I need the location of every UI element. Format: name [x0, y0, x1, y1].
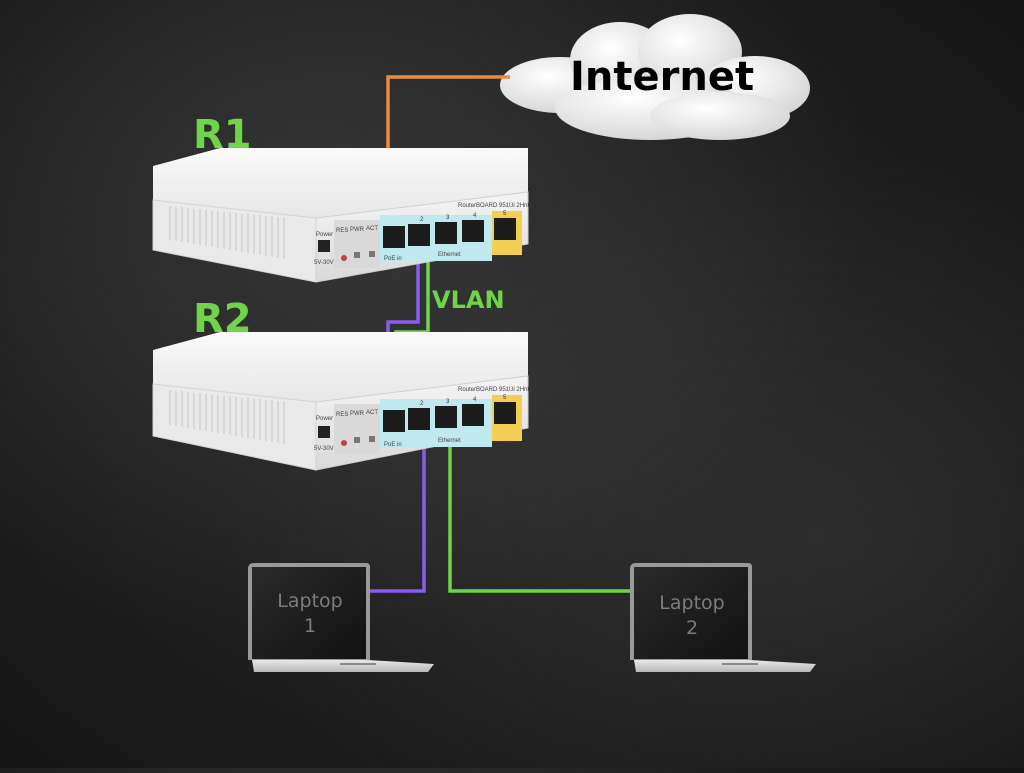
r2-act-led	[369, 436, 375, 442]
r1-pwr-text: PWR	[350, 227, 365, 233]
laptop-1-screen	[252, 567, 366, 659]
r2-power-text: Power	[316, 416, 333, 422]
r2-port-num-2: 2	[420, 401, 424, 407]
r2-act-text: ACT	[366, 410, 378, 416]
router-r2-vents	[169, 390, 285, 444]
r1-act-text: ACT	[366, 226, 378, 232]
laptop-2-base	[634, 660, 816, 672]
r1-power-jack	[318, 240, 330, 252]
r1-port-num-2: 2	[420, 217, 424, 223]
r2-ethernet: Ethernet	[438, 438, 461, 444]
router-r2: Power 5V-30V RES PWR ACT 2 3 4 5 RouterB…	[152, 332, 532, 471]
r2-ports: 2 3 4 5	[383, 395, 516, 432]
r1-port-3[interactable]	[435, 222, 457, 244]
router-r1-label: R1	[193, 112, 252, 158]
r1-port-num-5: 5	[503, 211, 507, 217]
r2-pwr-text: PWR	[350, 411, 365, 417]
r1-act-led	[369, 251, 375, 257]
r1-pwr-led	[354, 252, 360, 258]
laptop-2-label-line2: 2	[685, 617, 699, 639]
laptop-1-base	[252, 660, 434, 672]
laptop-2	[630, 563, 816, 672]
vlan-label: VLAN	[432, 286, 505, 314]
r2-power-sub: 5V-30V	[314, 446, 334, 452]
laptop-2-label-line1: Laptop	[659, 592, 725, 614]
r1-power-text: Power	[316, 232, 333, 238]
r2-poe-in: PoE in	[384, 442, 402, 448]
r1-ethernet: Ethernet	[438, 252, 461, 258]
r2-port-3[interactable]	[435, 406, 457, 428]
r2-port-num-5: 5	[503, 395, 507, 401]
internet-cloud	[500, 14, 810, 140]
r2-power-jack	[318, 426, 330, 438]
r2-port-num-3: 3	[446, 399, 450, 405]
r2-left-panel	[334, 404, 380, 454]
r1-left-panel	[334, 220, 380, 268]
r1-port-num-3: 3	[446, 215, 450, 221]
r2-port-2[interactable]	[408, 408, 430, 430]
r1-port-2[interactable]	[408, 224, 430, 246]
r1-reset-button[interactable]	[341, 255, 347, 261]
r2-port-num-4: 4	[473, 397, 477, 403]
r1-res-text: RES	[336, 228, 348, 234]
router-r2-label: R2	[193, 296, 252, 342]
r1-ports: 2 3 4 5	[383, 211, 516, 248]
laptop-1	[248, 563, 434, 672]
router-r1: Power 5V-30V RES PWR ACT 2 3 4 5 RouterB…	[152, 148, 532, 283]
r2-reset-button[interactable]	[341, 440, 347, 446]
laptop2-link	[448, 424, 630, 593]
r1-model: RouterBOARD 951Ui 2HnD	[458, 203, 532, 209]
r1-port-num-4: 4	[473, 213, 477, 219]
r2-pwr-led	[354, 437, 360, 443]
r1-power-sub: 5V-30V	[314, 260, 334, 266]
router-r1-vents	[169, 206, 285, 259]
r1-poe-in: PoE in	[384, 256, 402, 262]
r1-port-5[interactable]	[494, 218, 516, 240]
r2-port-1[interactable]	[383, 410, 405, 432]
r2-res-text: RES	[336, 412, 348, 418]
r2-port-5[interactable]	[494, 402, 516, 424]
laptop1-link	[366, 424, 426, 593]
laptop-1-label: Laptop 1	[250, 589, 370, 639]
r1-port-4[interactable]	[462, 220, 484, 242]
internet-label: Internet	[570, 54, 755, 100]
laptop-1-label-line2: 1	[303, 615, 317, 637]
laptop-2-screen	[634, 567, 748, 659]
r2-port-4[interactable]	[462, 404, 484, 426]
r2-model: RouterBOARD 951Ui 2HnD	[458, 387, 532, 393]
laptop-2-label: Laptop 2	[632, 591, 752, 641]
r1-port-1[interactable]	[383, 226, 405, 248]
laptop-1-label-line1: Laptop	[277, 590, 343, 612]
